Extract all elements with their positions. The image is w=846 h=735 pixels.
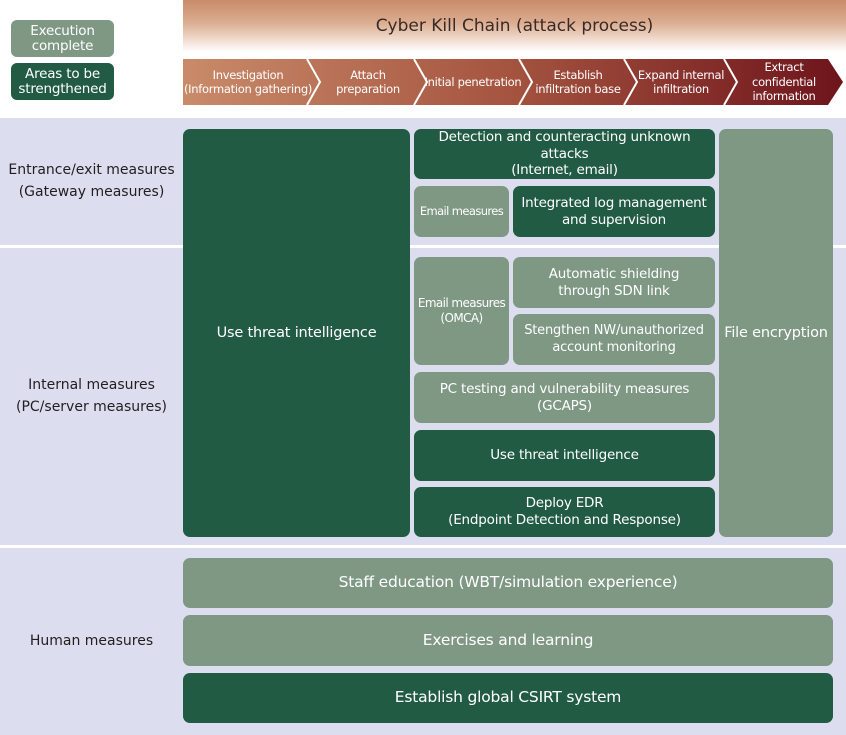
measure-deploy-edr: Deploy EDR (Endpoint Detection and Respo… xyxy=(414,487,715,537)
chain-divider xyxy=(306,59,322,105)
kill-chain-title: Cyber Kill Chain (attack process) xyxy=(183,0,846,52)
chain-divider xyxy=(623,59,639,105)
measure-pc-testing: PC testing and vulnerability measures (G… xyxy=(414,372,715,423)
measure-nw-monitoring: Stengthen NW/unauthorized account monito… xyxy=(513,314,715,365)
kill-chain: Investigation (Information gathering) At… xyxy=(183,59,843,105)
measure-detect-unknown-attacks: Detection and counteracting unknown atta… xyxy=(414,129,715,179)
chain-divider xyxy=(518,59,534,105)
chain-step-establish-base: Establish infiltration base xyxy=(535,67,621,96)
chain-step-investigation: Investigation (Information gathering) xyxy=(183,67,313,96)
measure-exercises-learning: Exercises and learning xyxy=(183,615,833,666)
measure-sdn-shielding: Automatic shielding through SDN link xyxy=(513,257,715,308)
measure-global-csirt: Establish global CSIRT system xyxy=(183,673,833,723)
measure-use-threat-intelligence-large: Use threat intelligence xyxy=(183,129,410,537)
chain-step-initial-penetration: Initial penetration xyxy=(424,74,522,89)
measure-staff-education: Staff education (WBT/simulation experien… xyxy=(183,558,833,608)
measure-use-threat-intelligence-small: Use threat intelligence xyxy=(414,430,715,481)
row-label-internal: Internal measures (PC/server measures) xyxy=(16,376,167,415)
chain-divider xyxy=(413,59,429,105)
measure-log-management: Integrated log management and supervisio… xyxy=(513,186,715,237)
legend-execution-complete: Execution complete xyxy=(11,20,114,57)
chain-divider xyxy=(723,59,739,105)
chain-step-attack-preparation: Attach preparation xyxy=(336,67,400,96)
measure-file-encryption: File encryption xyxy=(719,129,833,537)
row-label-gateway: Entrance/exit measures (Gateway measures… xyxy=(8,161,175,200)
measure-email-gateway: Email measures xyxy=(414,186,509,237)
chain-band xyxy=(183,59,843,105)
chain-step-extract-information: Extract confidential information xyxy=(752,60,816,104)
chain-step-expand-infiltration: Expand internal infiltration xyxy=(637,67,725,96)
measure-email-omca: Email measures (OMCA) xyxy=(414,257,509,365)
kill-chain-arrows xyxy=(183,59,843,105)
row-label-human: Human measures xyxy=(29,632,154,649)
legend-areas-to-be-strengthened: Areas to be strengthened xyxy=(11,63,114,100)
